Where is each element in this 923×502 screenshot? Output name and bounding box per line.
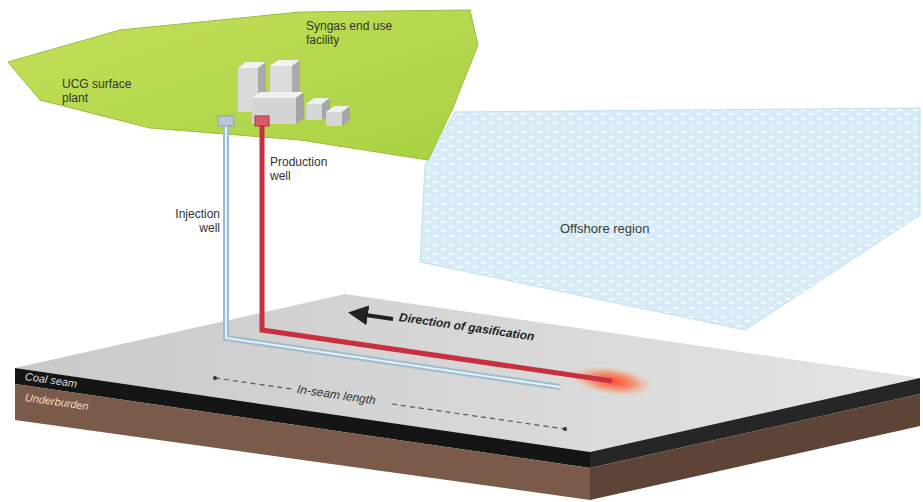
well-label: Production well bbox=[270, 156, 342, 184]
dimension-line bbox=[215, 378, 565, 429]
direction-label: Direction of gasification bbox=[398, 311, 535, 344]
facility-label: Syngas end use facility bbox=[306, 20, 418, 48]
production-well bbox=[255, 116, 612, 381]
coal-block bbox=[15, 294, 920, 500]
land-surface bbox=[8, 10, 478, 160]
dimension-end bbox=[563, 427, 567, 431]
plant-label: UCG surface plant bbox=[62, 78, 152, 106]
layer-label: Underburden bbox=[24, 391, 89, 413]
offshore-region bbox=[420, 108, 920, 330]
layer-label: Coal seam bbox=[24, 370, 78, 390]
dimension-end bbox=[213, 376, 217, 380]
dimension-label: In-seam length bbox=[296, 383, 377, 408]
region-label: Offshore region bbox=[560, 222, 649, 237]
well-label: Injection well bbox=[160, 208, 220, 236]
buildings bbox=[238, 60, 350, 126]
direction-arrow bbox=[352, 313, 393, 319]
